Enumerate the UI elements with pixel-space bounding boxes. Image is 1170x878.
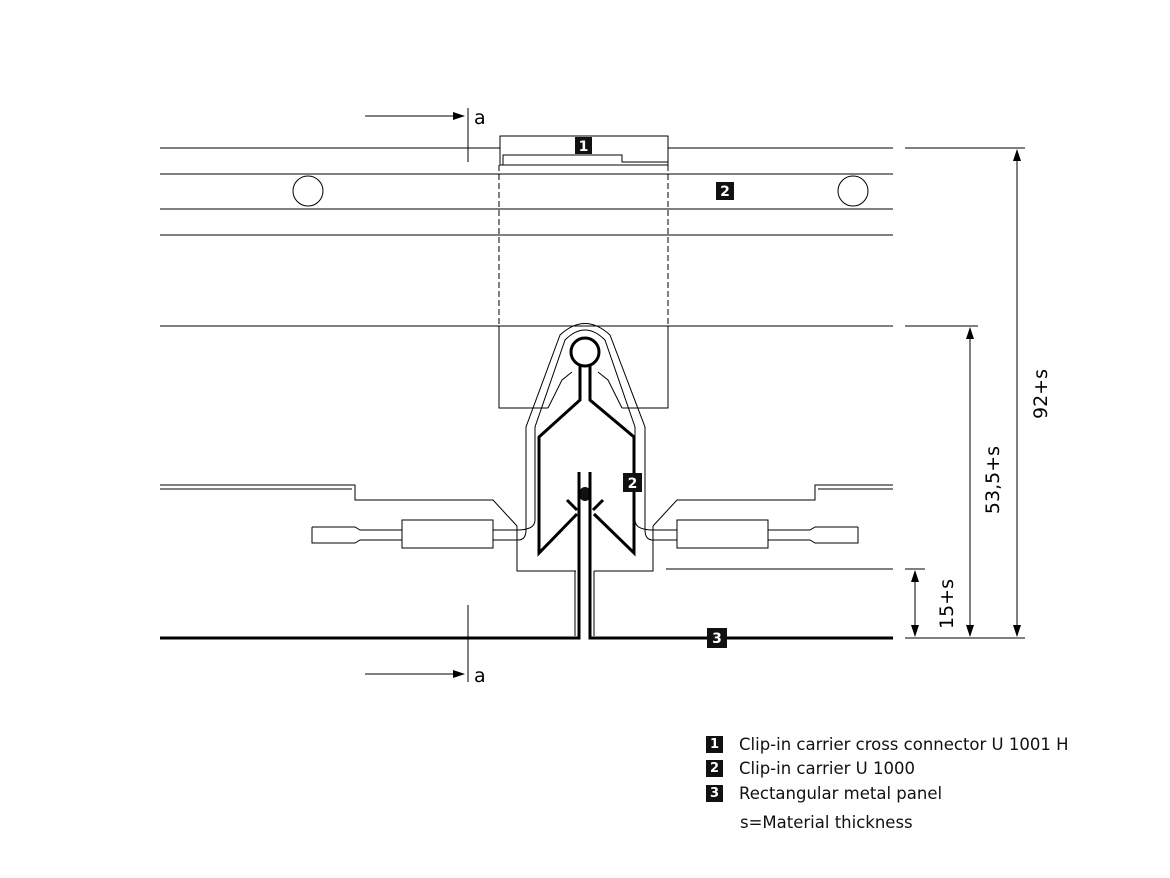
callout-3: 3 xyxy=(712,631,722,647)
legend-item: 1 Clip-in carrier cross connector U 1001… xyxy=(706,732,1069,757)
connector-clip-outline xyxy=(516,323,893,572)
legend-item: 3 Rectangular metal panel xyxy=(706,781,1069,806)
section-label-bottom: a xyxy=(474,665,486,687)
legend-note: s=Material thickness xyxy=(740,812,913,832)
legend-number: 2 xyxy=(706,760,723,778)
carrier-clip-profile: 2 xyxy=(537,336,642,557)
dimension-middle: 53,5+s xyxy=(982,446,1004,514)
legend-text: Clip-in carrier cross connector U 1001 H xyxy=(739,734,1069,754)
metal-panel: 3 xyxy=(160,472,893,648)
callout-1-badge xyxy=(575,137,592,154)
callout-2-rail: 2 xyxy=(720,184,730,200)
section-label-top: a xyxy=(474,107,486,129)
legend-number: 1 xyxy=(706,735,723,753)
left-bracket xyxy=(160,484,518,549)
section-marker-top: a xyxy=(365,107,486,162)
dimension-lower: 15+s xyxy=(936,579,958,629)
dimensions: 92+s 53,5+s 15+s xyxy=(905,147,1052,639)
dimension-overall: 92+s xyxy=(1030,369,1052,419)
carrier-rail: 2 xyxy=(160,147,893,327)
callout-2-clip: 2 xyxy=(628,476,638,492)
legend: 1 Clip-in carrier cross connector U 1001… xyxy=(706,732,1069,832)
right-bracket xyxy=(652,484,893,549)
section-marker-bottom: a xyxy=(365,605,486,687)
legend-text: Rectangular metal panel xyxy=(739,783,943,803)
callout-1: 1 xyxy=(579,139,589,155)
legend-item: 2 Clip-in carrier U 1000 xyxy=(706,757,1069,782)
legend-number: 3 xyxy=(706,784,723,802)
legend-text: Clip-in carrier U 1000 xyxy=(739,759,915,779)
rail-hole xyxy=(292,175,324,207)
rail-hole xyxy=(837,175,869,207)
